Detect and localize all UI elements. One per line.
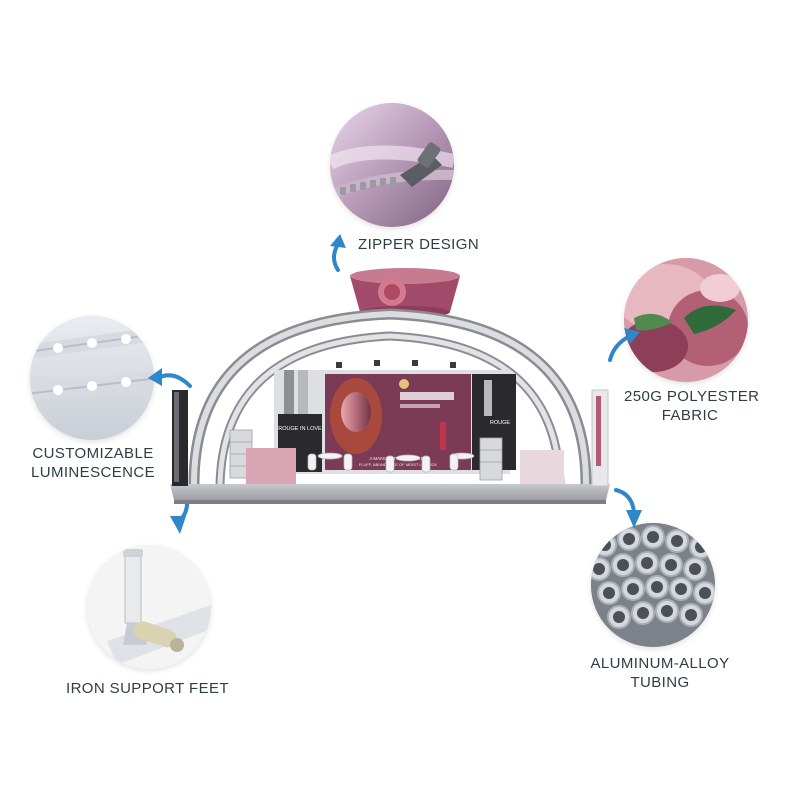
arrow-curved-icon	[608, 328, 640, 362]
svg-text:FLUFF, ABUNDANCE OF MOIST LIPS: FLUFF, ABUNDANCE OF MOIST LIPSTICK	[359, 462, 438, 467]
polyester-fabric-label: 250G POLYESTER FABRIC	[624, 388, 760, 424]
aluminum-tubing-image	[591, 523, 715, 647]
iron-feet-image	[87, 545, 211, 669]
right-counter	[520, 450, 564, 484]
arrow-curved-icon	[148, 368, 192, 388]
iron-feet-label: IRON SUPPORT FEET	[66, 680, 229, 697]
arrow-curved-icon	[614, 488, 642, 528]
fabric-detail-image	[624, 258, 748, 382]
zipper-design-label: ZIPPER DESIGN	[358, 236, 480, 253]
arrow-curved-icon	[330, 234, 346, 272]
svg-text:ROUGE IN LOVE: ROUGE IN LOVE	[278, 426, 322, 432]
led-strip-image	[30, 316, 154, 440]
left-counter	[246, 448, 296, 484]
aluminum-tubing-label: ALUMINUM-ALLOY TUBING	[590, 655, 730, 691]
luminescence-label: CUSTOMIZABLE LUMINESCENCE	[31, 445, 155, 481]
trade-show-booth: ROUGE IN LOVE ROUGE A MAKEUP TRANSLUCENT…	[170, 268, 610, 504]
svg-text:ROUGE: ROUGE	[490, 420, 511, 426]
zipper-detail-image	[330, 103, 454, 227]
